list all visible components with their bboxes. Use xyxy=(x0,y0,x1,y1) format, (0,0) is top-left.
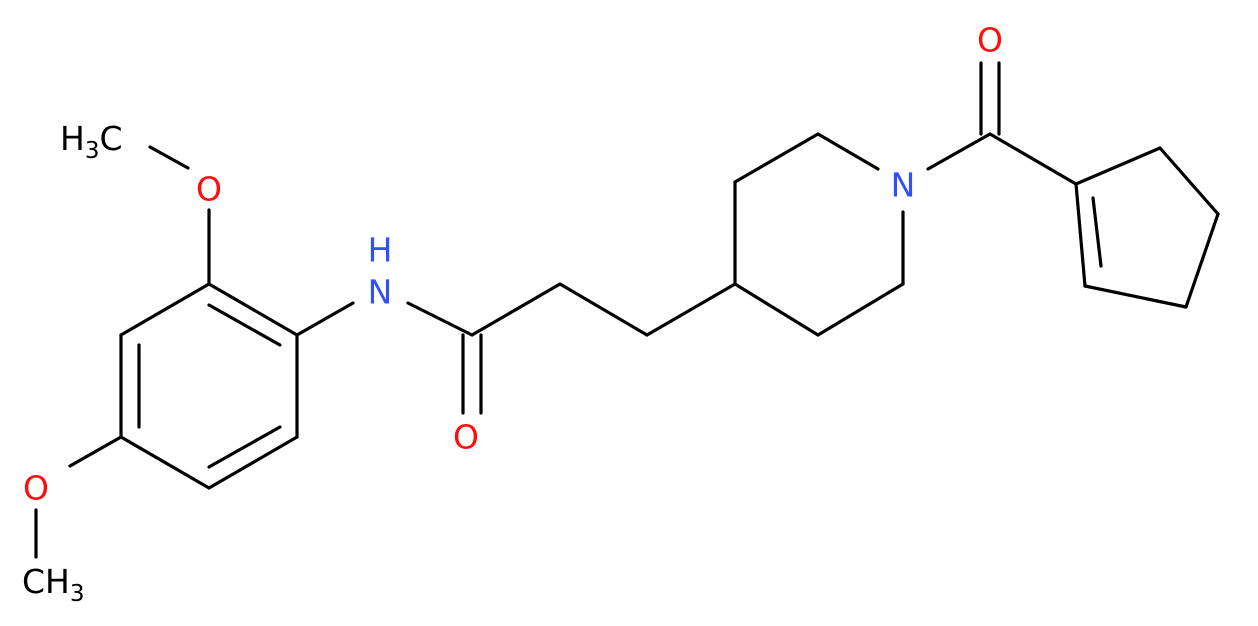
bond xyxy=(816,132,880,171)
bond xyxy=(295,301,355,337)
bond xyxy=(1074,182,1087,288)
bond xyxy=(470,282,562,337)
atom-o-ketone: O xyxy=(977,21,1003,60)
bond xyxy=(816,282,905,337)
atom-o-methoxy-top: O xyxy=(196,170,222,209)
bond xyxy=(68,435,123,468)
atom-labels: O H3C H N O N O O CH3 xyxy=(22,21,1003,608)
atom-ch3-top: H3C xyxy=(60,119,123,164)
bond xyxy=(207,303,282,347)
bonds xyxy=(34,61,1220,559)
bond xyxy=(988,132,1078,186)
bond xyxy=(119,435,211,490)
ch3-bottom-ch: CH xyxy=(22,562,70,601)
bond xyxy=(1083,284,1188,309)
atom-nh-n: N xyxy=(368,273,393,312)
bond xyxy=(207,435,299,490)
bond xyxy=(558,282,649,337)
atom-n-piperidine: N xyxy=(891,166,916,205)
bond xyxy=(1158,146,1220,216)
atom-o-methoxy-bottom: O xyxy=(23,469,49,508)
ch3-top-h: H xyxy=(60,119,85,158)
atom-o-amide: O xyxy=(453,418,479,457)
bond xyxy=(148,145,190,170)
atom-ch3-bottom: CH3 xyxy=(22,562,85,607)
bond xyxy=(926,132,992,171)
bond xyxy=(733,132,820,184)
bond xyxy=(207,282,299,337)
ch3-top-subscript: 3 xyxy=(85,138,100,164)
bond xyxy=(1091,196,1103,268)
bond xyxy=(119,282,211,337)
bond xyxy=(406,301,474,337)
ch3-bottom-subscript: 3 xyxy=(70,581,85,607)
bond xyxy=(733,282,820,337)
bond xyxy=(207,425,282,469)
atom-nh-h: H xyxy=(368,231,393,270)
bond xyxy=(1184,212,1220,309)
ch3-top-c: C xyxy=(99,119,122,158)
bond xyxy=(1074,146,1162,186)
bond xyxy=(645,282,737,337)
